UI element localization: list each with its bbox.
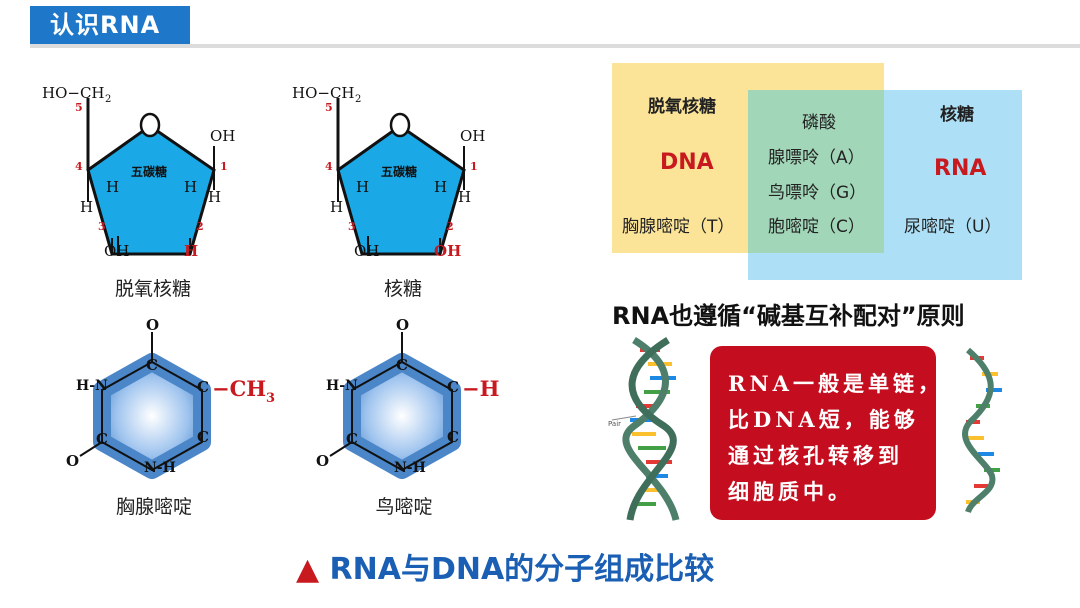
- page-title: 认识RNA: [50, 11, 161, 39]
- thymine-ring: [93, 353, 211, 479]
- svg-text:4: 4: [75, 160, 83, 173]
- svg-text:5: 5: [325, 101, 333, 114]
- rna-base-u: 尿嘧啶（U）: [904, 217, 1002, 237]
- svg-text:H: H: [80, 198, 93, 216]
- svg-text:OH: OH: [354, 242, 379, 260]
- ribose-ring: [336, 124, 466, 256]
- rna-note-line-2: 比DNA短，能够: [728, 407, 919, 432]
- figure-caption: ▲ RNA与DNA的分子组成比较: [296, 544, 714, 588]
- dna-label: DNA: [660, 150, 714, 175]
- pair-label: Pair: [608, 420, 621, 428]
- svg-text:N-H: N-H: [394, 460, 426, 476]
- svg-text:2: 2: [355, 94, 361, 105]
- rna-note-line-4: 细胞质中。: [728, 479, 853, 504]
- svg-text:C: C: [396, 356, 408, 374]
- svg-text:O: O: [66, 452, 79, 470]
- rna-label: RNA: [934, 156, 987, 181]
- triangle-marker-icon: ▲: [296, 552, 320, 587]
- svg-text:3: 3: [98, 220, 106, 233]
- svg-text:2: 2: [446, 220, 454, 233]
- svg-text:H-N: H-N: [76, 378, 108, 394]
- svg-text:3: 3: [348, 220, 356, 233]
- deoxyribose-ring: [86, 124, 216, 256]
- thymine-structure: O C H-N C C C O N-H −CH 3: [66, 316, 275, 479]
- svg-text:H: H: [330, 198, 343, 216]
- shared-base-g: 鸟嘌呤（G）: [768, 183, 867, 203]
- thymine-caption: 胸腺嘧啶: [115, 496, 192, 518]
- svg-text:2: 2: [105, 94, 111, 105]
- figure-caption-text: RNA与DNA的分子组成比较: [329, 552, 715, 587]
- rna-sugar: 核糖: [940, 105, 974, 125]
- base-pairing-principle: RNA也遵循“碱基互补配对”原则: [612, 302, 965, 330]
- svg-text:H-N: H-N: [326, 378, 358, 394]
- deoxyribose-ring-label: 五碳糖: [131, 164, 167, 179]
- svg-text:H: H: [208, 188, 221, 206]
- uracil-structure: O C H-N C C C O N-H −H: [316, 316, 499, 479]
- svg-text:H: H: [458, 188, 471, 206]
- thymine-methyl: −CH: [212, 376, 266, 401]
- rna-note-box: [710, 346, 936, 520]
- deoxyribose-structure: HO−CH 2 5 4 1 2 3 OH H H H H 五碳糖 OH H: [42, 84, 235, 260]
- svg-text:C: C: [447, 428, 459, 446]
- ribose-caption: 核糖: [383, 278, 422, 300]
- svg-text:5: 5: [75, 101, 83, 114]
- rna-single-strand-image: [962, 347, 1002, 514]
- svg-text:H: H: [356, 178, 369, 196]
- deoxyribose-ring-oxygen: [139, 112, 161, 138]
- shared-region: [748, 90, 884, 253]
- ribose-ho-ch2: HO−CH: [292, 84, 355, 102]
- deoxyribose-oh1: OH: [210, 127, 235, 145]
- ribose-structure: HO−CH 2 5 4 1 2 3 OH H H H H 五碳糖 OH OH: [292, 84, 485, 260]
- svg-text:H: H: [184, 178, 197, 196]
- svg-text:C: C: [346, 430, 358, 448]
- svg-text:2: 2: [196, 220, 204, 233]
- dna-base-t: 胸腺嘧啶（T）: [622, 217, 735, 237]
- svg-text:C: C: [197, 428, 209, 446]
- shared-base-a: 腺嘌呤（A）: [768, 148, 865, 168]
- svg-text:3: 3: [266, 391, 275, 406]
- shared-base-c: 胞嘧啶（C）: [768, 217, 865, 237]
- uracil-hydrogen: −H: [462, 376, 499, 401]
- dna-double-helix-image: Pair: [608, 337, 680, 521]
- ribose-ring-label: 五碳糖: [381, 164, 417, 179]
- uracil-caption: 鸟嘧啶: [375, 496, 433, 518]
- svg-text:O: O: [396, 316, 409, 334]
- rna-note-line-3: 通过核孔转移到: [728, 443, 903, 468]
- svg-text:1: 1: [220, 160, 228, 173]
- svg-text:H: H: [106, 178, 119, 196]
- svg-text:C: C: [96, 430, 108, 448]
- svg-text:4: 4: [325, 160, 333, 173]
- rna-note-line-1: RNA一般是单链，: [728, 371, 943, 396]
- header-divider: [30, 44, 1080, 48]
- ribose-oh1: OH: [460, 127, 485, 145]
- svg-text:1: 1: [470, 160, 478, 173]
- dna-sugar: 脱氧核糖: [648, 97, 716, 117]
- ribose-ring-oxygen: [389, 112, 411, 138]
- svg-text:H: H: [434, 178, 447, 196]
- uracil-ring: [343, 353, 461, 479]
- deoxyribose-ho-ch2: HO−CH: [42, 84, 105, 102]
- svg-text:O: O: [146, 316, 159, 334]
- ribose-c2-group: OH: [434, 242, 461, 260]
- svg-text:C: C: [146, 356, 158, 374]
- shared-phosphate: 磷酸: [802, 113, 836, 133]
- svg-text:OH: OH: [104, 242, 129, 260]
- deoxyribose-c2-group: H: [184, 242, 198, 260]
- svg-text:C: C: [447, 378, 459, 396]
- svg-text:O: O: [316, 452, 329, 470]
- deoxyribose-caption: 脱氧核糖: [114, 278, 191, 300]
- svg-text:C: C: [197, 378, 209, 396]
- header-tab: [30, 6, 190, 44]
- svg-text:N-H: N-H: [144, 460, 176, 476]
